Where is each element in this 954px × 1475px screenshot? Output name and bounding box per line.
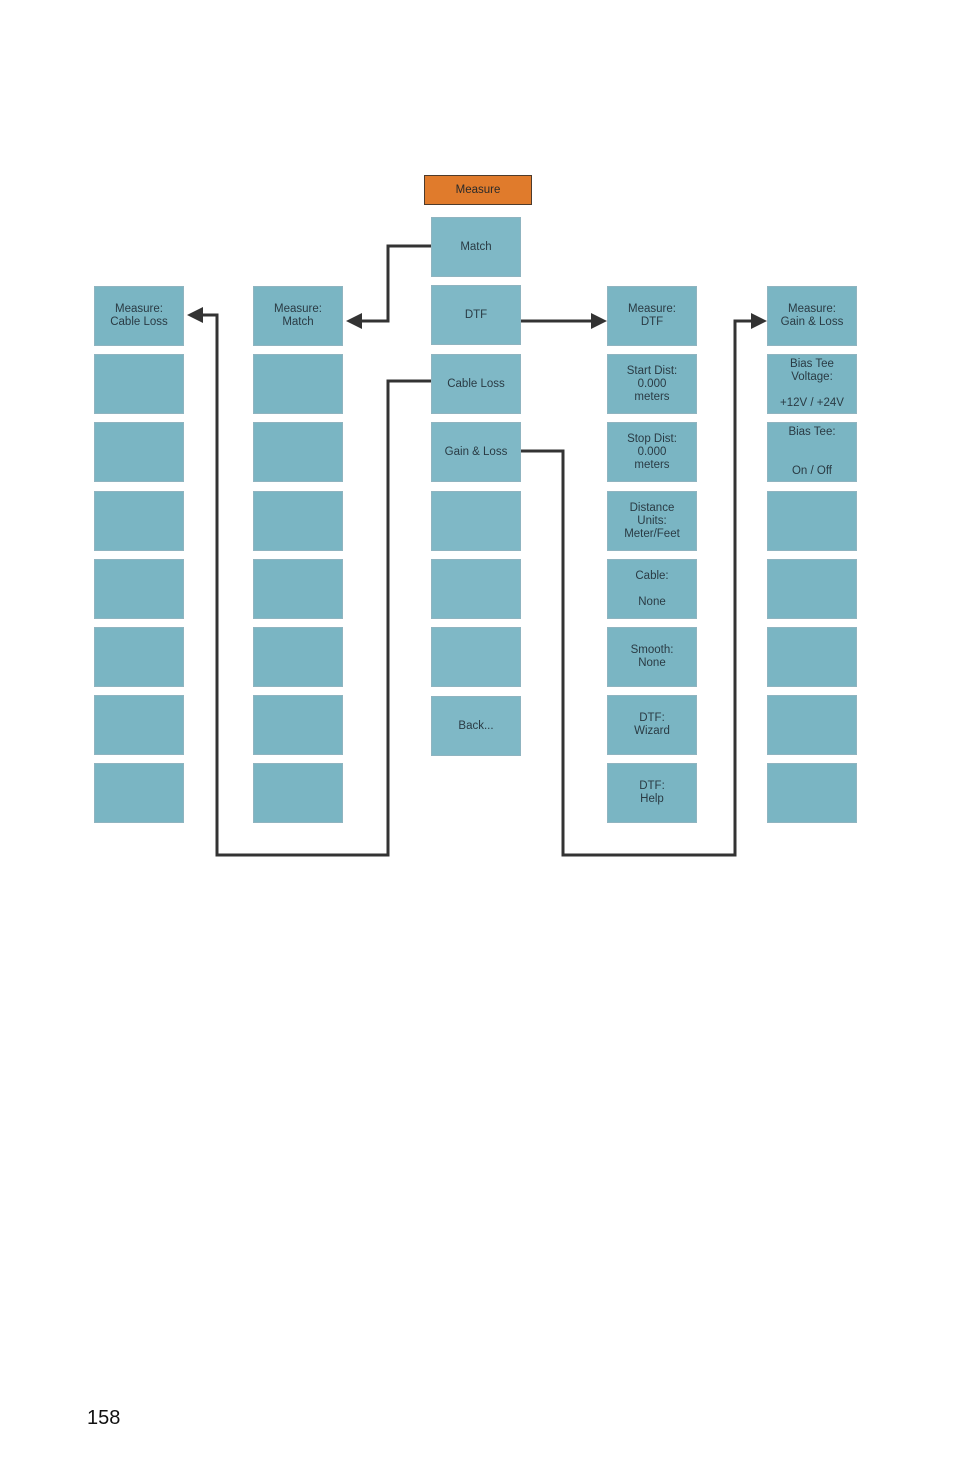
match-menu-item-3[interactable] xyxy=(253,422,343,482)
match-menu-item-1[interactable]: Measure: Match xyxy=(253,286,343,346)
arrowhead-match xyxy=(346,313,362,329)
gain-loss-menu-item-5[interactable] xyxy=(767,559,857,619)
main-menu-item-3[interactable]: Cable Loss xyxy=(431,354,521,414)
page-number: 158 xyxy=(87,1407,121,1429)
dtf-menu-item-3[interactable]: Stop Dist: 0.000 meters xyxy=(607,422,697,482)
cable-loss-menu-item-6[interactable] xyxy=(94,627,184,687)
cable-loss-menu-item-8[interactable] xyxy=(94,763,184,823)
dtf-menu-item-8[interactable]: DTF: Help xyxy=(607,763,697,823)
gain-loss-menu-item-6[interactable] xyxy=(767,627,857,687)
connector-match xyxy=(360,244,431,323)
cable-loss-menu-item-3[interactable] xyxy=(94,422,184,482)
gain-loss-menu-item-3[interactable]: Bias Tee: On / Off xyxy=(767,422,857,482)
main-menu-item-6[interactable] xyxy=(431,559,521,619)
arrowhead-gain-loss xyxy=(751,313,767,329)
match-menu-item-7[interactable] xyxy=(253,695,343,755)
cable-loss-menu-item-2[interactable] xyxy=(94,354,184,414)
match-menu-item-2[interactable] xyxy=(253,354,343,414)
cable-loss-menu-item-7[interactable] xyxy=(94,695,184,755)
match-menu-item-5[interactable] xyxy=(253,559,343,619)
gain-loss-menu-item-1[interactable]: Measure: Gain & Loss xyxy=(767,286,857,346)
connector-gain-loss xyxy=(521,319,754,857)
match-menu-item-6[interactable] xyxy=(253,627,343,687)
dtf-menu-item-5[interactable]: Cable: None xyxy=(607,559,697,619)
connector-cable-loss xyxy=(201,313,431,857)
main-menu-item-7[interactable] xyxy=(431,627,521,687)
match-menu-item-4[interactable] xyxy=(253,491,343,551)
dtf-menu-item-4[interactable]: Distance Units: Meter/Feet xyxy=(607,491,697,551)
arrowhead-dtf xyxy=(591,313,607,329)
main-menu-item-1[interactable]: Match xyxy=(431,217,521,277)
gain-loss-menu-item-4[interactable] xyxy=(767,491,857,551)
main-menu-item-5[interactable] xyxy=(431,491,521,551)
match-menu-item-8[interactable] xyxy=(253,763,343,823)
dtf-menu-item-2[interactable]: Start Dist: 0.000 meters xyxy=(607,354,697,414)
main-menu-item-2[interactable]: DTF xyxy=(431,285,521,345)
dtf-menu-item-6[interactable]: Smooth: None xyxy=(607,627,697,687)
gain-loss-menu-item-2[interactable]: Bias Tee Voltage: +12V / +24V xyxy=(767,354,857,414)
dtf-menu-item-1[interactable]: Measure: DTF xyxy=(607,286,697,346)
cable-loss-menu-item-4[interactable] xyxy=(94,491,184,551)
dtf-menu-item-7[interactable]: DTF: Wizard xyxy=(607,695,697,755)
arrowhead-cable-loss xyxy=(187,307,203,323)
main-menu-item-4[interactable]: Gain & Loss xyxy=(431,422,521,482)
gain-loss-menu-item-8[interactable] xyxy=(767,763,857,823)
main-menu-item-8[interactable]: Back... xyxy=(431,696,521,756)
cable-loss-menu-item-5[interactable] xyxy=(94,559,184,619)
cable-loss-menu-item-1[interactable]: Measure: Cable Loss xyxy=(94,286,184,346)
gain-loss-menu-item-7[interactable] xyxy=(767,695,857,755)
root-measure-button[interactable]: Measure xyxy=(424,175,532,205)
